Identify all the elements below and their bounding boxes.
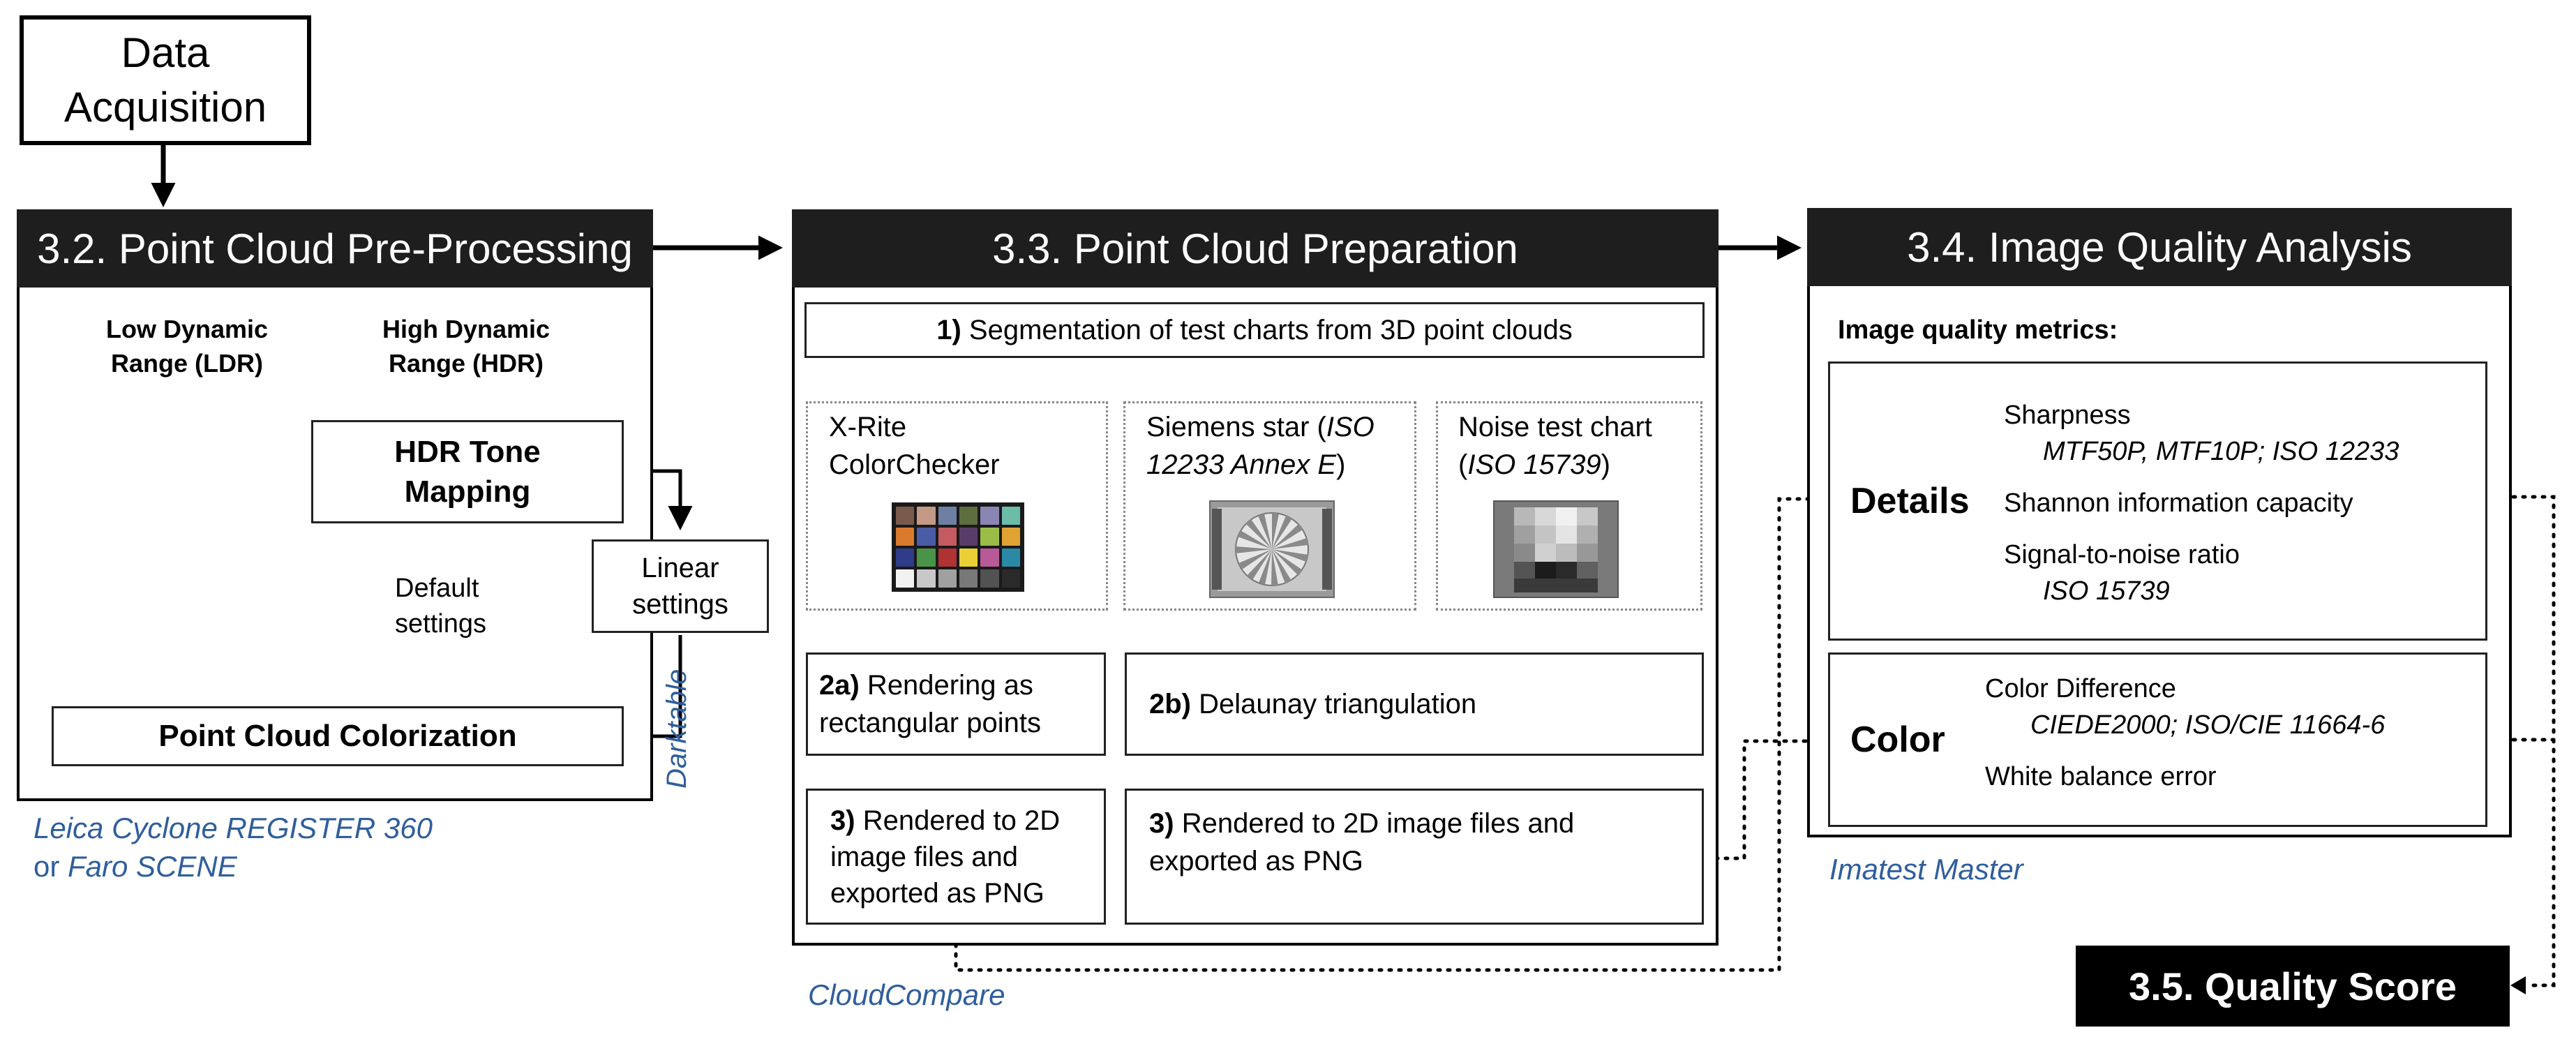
step2a-text: Rendering as rectangular points [819,670,1041,738]
colorchecker-swatch [896,507,915,525]
dotted-arrowhead-score [2510,976,2526,994]
colorchecker-swatch [959,507,978,525]
ldr-label: Low Dynamic Range (LDR) [105,315,269,378]
step3a-number: 3) [830,805,855,836]
colorchecker-label: X-Rite ColorChecker [829,412,1000,480]
colorchecker-swatch [959,528,978,546]
siemens-star-panel [1123,401,1416,611]
quality-score-box: 3.5. Quality Score [2076,946,2510,1027]
hdr-label: High Dynamic Range (HDR) [382,315,551,378]
analysis-software: Imatest Master [1829,853,2023,886]
step3b-number: 3) [1149,808,1174,839]
step-3a-box: 3) Rendered to 2D image files and export… [806,789,1106,925]
colorchecker-swatch [1001,528,1020,546]
colorchecker-swatch [938,528,957,546]
color-difference-label: Color Difference [1985,674,2176,703]
noise-chart-label: Noise test chart (ISO 15739) [1458,408,1652,484]
step-2a-box: 2a) Rendering as rectangular points [806,652,1106,756]
faro-scene-text: Faro SCENE [68,849,237,883]
siemens-label-c: ) [1336,449,1346,480]
analysis-title: 3.4. Image Quality Analysis [1807,208,2512,286]
color-difference-standard: CIEDE2000; ISO/CIE 11664-6 [2030,710,2386,740]
step1-text: Segmentation of test charts from 3D poin… [961,314,1573,345]
color-label: Color [1850,719,1945,760]
step-2b-box: 2b) Delaunay triangulation [1125,652,1704,756]
step3a-text: Rendered to 2D image files and exported … [830,805,1061,909]
sharpness-label: Sharpness [2004,401,2131,430]
snr-label: Signal-to-noise ratio [2004,540,2240,569]
colorchecker-swatch [938,549,957,567]
step2b-number: 2b) [1149,688,1191,719]
noise-label-b: ISO 15739 [1467,449,1601,480]
colorchecker-swatch [980,507,999,525]
details-label: Details [1850,481,1970,521]
noise-label-a: Noise test chart ( [1458,412,1652,480]
colorchecker-swatch [980,569,999,588]
noise-chart-panel [1436,401,1702,611]
noise-chart-graphic [1495,502,1617,597]
details-box [1828,361,2487,641]
data-acquisition-box: Data Acquisition [20,15,311,145]
colorchecker-swatch [917,507,936,525]
colorchecker-swatch [1001,549,1020,567]
noise-label-c: ) [1601,449,1610,480]
preparation-software: CloudCompare [808,978,1005,1011]
step1-number: 1) [936,314,961,345]
preprocessing-title: 3.2. Point Cloud Pre-Processing [17,209,653,288]
darktable-label: Darktable [661,669,692,789]
colorchecker-swatch [938,569,957,588]
preparation-title: 3.3. Point Cloud Preparation [792,209,1718,288]
dotted-path-3a-to-details [954,497,1820,972]
colorchecker-swatch [1001,569,1020,588]
colorchecker-swatch [938,507,957,525]
default-settings-label: Default settings [395,574,486,639]
leica-cyclone-text: Leica Cyclone REGISTER 360 [33,812,433,844]
step2b-text: Delaunay triangulation [1191,688,1477,719]
colorchecker-image [892,502,1024,592]
colorchecker-swatch [959,569,978,588]
siemens-star-graphic [1211,502,1333,597]
siemens-label-b: ISO 12233 Annex E [1146,412,1375,480]
point-cloud-colorization-label: Point Cloud Colorization [158,719,517,753]
colorchecker-panel [806,401,1108,611]
segmentation-step-box: 1) Segmentation of test charts from 3D p… [804,302,1705,358]
step2a-number: 2a) [819,670,860,701]
colorchecker-swatch [896,569,915,588]
or-text: or [33,849,68,883]
colorchecker-swatch [917,528,936,546]
colorchecker-swatch [959,549,978,567]
linear-settings-label: Linear settings [632,553,728,620]
color-box [1828,652,2487,827]
quality-score-title: 3.5. Quality Score [2129,964,2457,1008]
hdr-tone-mapping-box: HDR Tone Mapping [311,420,624,523]
noise-chart-image [1493,500,1619,598]
siemens-star-image [1209,500,1335,598]
siemens-label-a: Siemens star ( [1146,412,1326,442]
snr-standard: ISO 15739 [2043,576,2170,606]
step-3b-box: 3) Rendered to 2D image files and export… [1125,789,1704,925]
linear-settings-box: Linear settings [592,539,769,633]
siemens-star-label: Siemens star (ISO 12233 Annex E) [1146,408,1375,484]
colorchecker-swatch [917,549,936,567]
sharpness-standard: MTF50P, MTF10P; ISO 12233 [2043,437,2399,466]
point-cloud-colorization-box: Point Cloud Colorization [52,706,624,766]
white-balance-label: White balance error [1985,762,2217,791]
metrics-label: Image quality metrics: [1838,315,2118,345]
preprocessing-software: Leica Cyclone REGISTER 360 or Faro SCENE [33,810,433,886]
colorchecker-swatch [980,549,999,567]
colorchecker-swatch [917,569,936,588]
data-acquisition-label: Data Acquisition [63,29,267,130]
colorchecker-swatch [896,549,915,567]
colorchecker-swatch [1001,507,1020,525]
dotted-path-3b-to-color [1704,739,1820,860]
hdr-tone-mapping-label: HDR Tone Mapping [394,434,541,509]
step3b-text: Rendered to 2D image files and exported … [1149,808,1575,876]
colorchecker-swatch [896,528,915,546]
shannon-label: Shannon information capacity [2004,488,2353,518]
colorchecker-swatch [980,528,999,546]
